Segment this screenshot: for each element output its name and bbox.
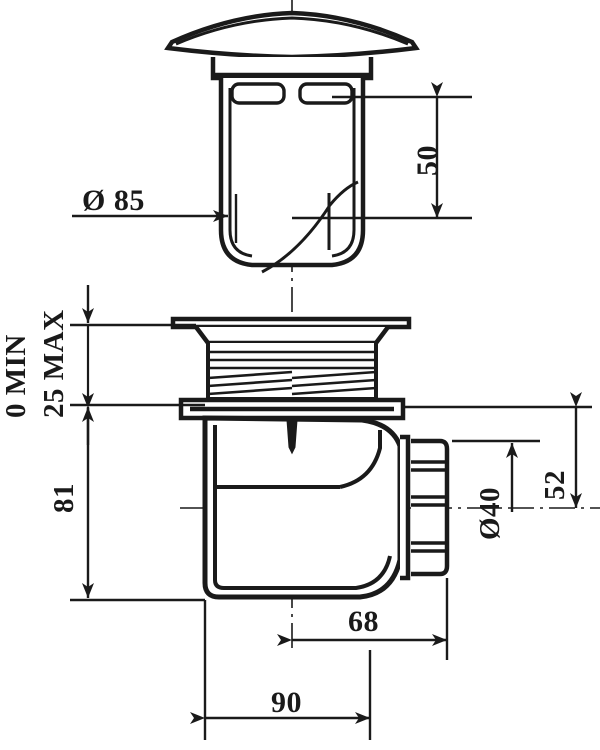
drain-cap-dome [164,10,420,60]
dim-label-outlet-center-height: 52 [539,470,571,500]
pop-up-plug-neck [210,57,374,81]
dim-outlet-center-height [403,392,592,508]
pop-up-plug-inner-wall [228,88,356,258]
dim-label-adjust-max: 25 MAX [38,309,70,418]
trap-inner-curve-lower [213,487,392,590]
lower-flange-plate [178,397,406,421]
barbed-outlet-spigot [400,434,450,581]
dim-label-body-height: 81 [48,483,80,513]
dim-label-outlet-diameter: Ø40 [474,486,506,540]
trap-body [202,415,403,600]
plug-slot-left [230,82,286,105]
dim-body-width [190,600,372,740]
dim-adjustment-range [70,285,205,445]
sealing-flange-top [170,316,412,330]
trap-top-notch [286,418,298,455]
outlet-barb-ribs [411,460,447,553]
dim-label-outlet-offset: 68 [348,605,379,638]
plug-seal-curve [261,180,359,274]
drain-cap-inner-line [175,16,409,46]
pop-up-plug-body [218,78,366,268]
dim-outlet-offset [277,578,449,660]
thread-hatching [207,350,377,396]
dim-flange-diameter [72,194,238,243]
dim-plug-height [292,82,472,220]
dim-label-flange-diameter: Ø 85 [82,184,145,217]
plug-slot-right [298,82,354,105]
dim-label-plug-height: 50 [411,145,444,176]
dim-label-body-width: 90 [271,686,302,719]
flange-taper [194,325,390,346]
dim-outlet-diameter [452,439,540,512]
dim-label-adjust-min: 0 MIN [0,334,32,418]
dim-body-height [70,393,205,602]
